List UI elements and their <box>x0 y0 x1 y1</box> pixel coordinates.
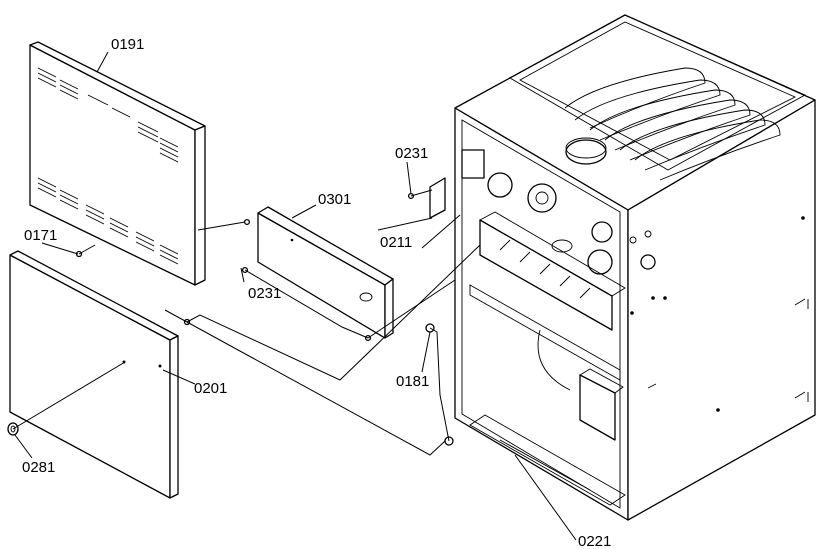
label-0201: 0201 <box>194 380 227 397</box>
label-0301: 0301 <box>318 191 351 208</box>
heat-exchanger-tubes <box>564 67 781 181</box>
label-0231-left: 0231 <box>248 285 281 302</box>
inducer-and-gas-valve <box>461 149 613 275</box>
label-0181: 0181 <box>396 373 429 390</box>
screw-0231-cover-a <box>243 218 251 226</box>
label-0221: 0221 <box>578 533 611 549</box>
label-0171: 0171 <box>24 227 57 244</box>
control-box <box>579 368 624 441</box>
label-0231-top: 0231 <box>395 145 428 162</box>
label-0281: 0281 <box>22 459 55 476</box>
lower-door-panel-0201 <box>9 250 179 499</box>
furnace-cabinet <box>454 14 816 521</box>
burner-assembly <box>479 211 626 331</box>
part-labels: 0191 0171 0301 0231 0231 0211 0201 0181 … <box>22 36 611 549</box>
label-0191: 0191 <box>111 36 144 53</box>
upper-door-panel-0191 <box>29 41 206 286</box>
assembly-leader-lines <box>12 51 577 541</box>
limit-switch-bracket-0211 <box>429 177 446 219</box>
blower-access-cover-0301 <box>257 206 394 339</box>
upper-panel-vent-louvers <box>37 67 179 265</box>
label-0211: 0211 <box>380 234 412 251</box>
cabinet-side-knockouts <box>629 216 809 412</box>
